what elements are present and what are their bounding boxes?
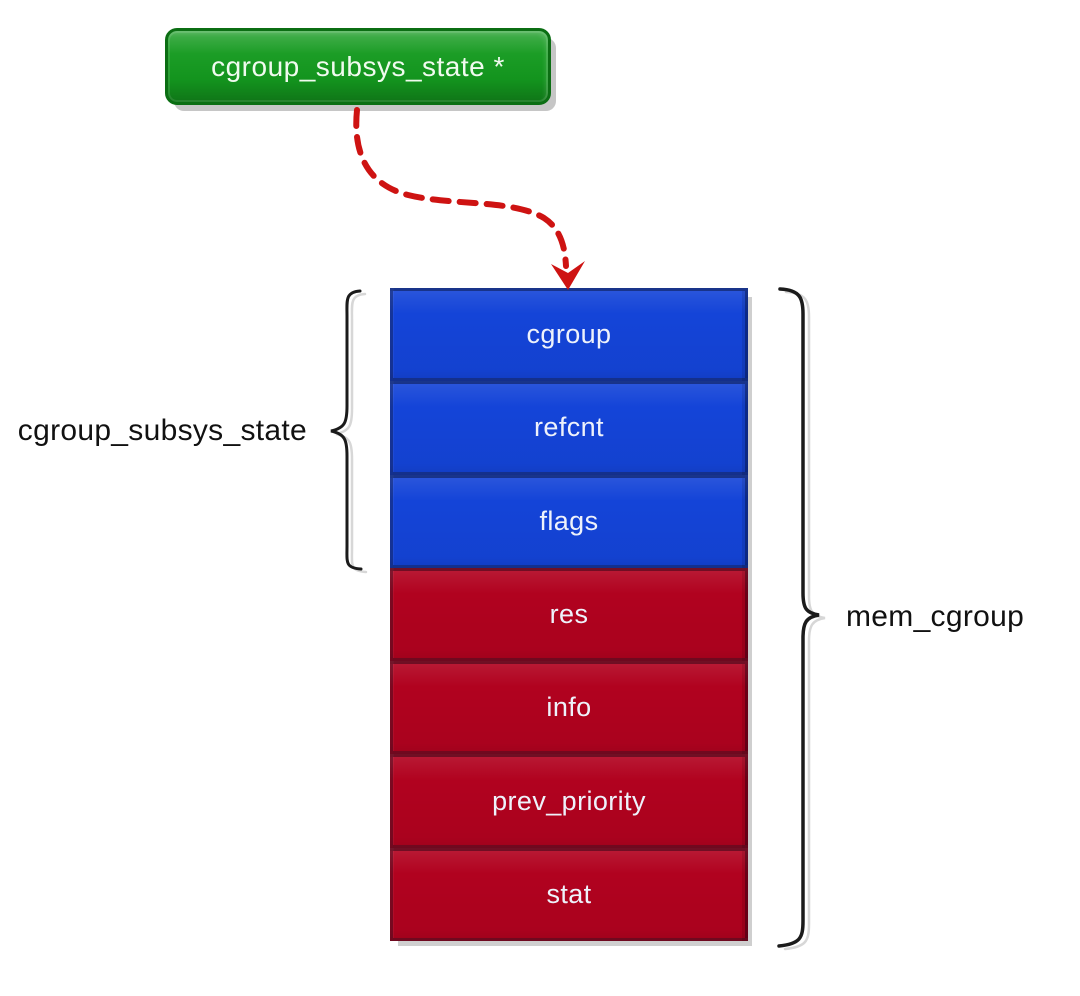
row-flags: flags [390, 474, 748, 568]
row-res: res [390, 567, 748, 662]
pointer-arrow [353, 107, 569, 269]
row-stat-label: stat [546, 878, 592, 909]
left-brace [330, 289, 363, 571]
row-refcnt-label: refcnt [534, 412, 604, 443]
row-refcnt: refcnt [390, 381, 748, 475]
row-info: info [390, 661, 748, 755]
row-prev-priority-label: prev_priority [492, 785, 646, 816]
row-res-label: res [549, 598, 589, 629]
row-stat: stat [390, 847, 748, 941]
row-info-label: info [546, 692, 592, 723]
left-brace-label: cgroup_subsys_state [17, 414, 307, 447]
row-flags-label: flags [539, 505, 599, 536]
row-cgroup: cgroup [390, 288, 748, 382]
pointer-box: cgroup_subsys_state * [165, 28, 551, 105]
pointer-box-label: cgroup_subsys_state * [211, 50, 505, 82]
right-brace-label: mem_cgroup [846, 600, 1025, 633]
pointer-arrowhead [551, 261, 585, 290]
right-brace-echo [783, 290, 826, 951]
left-brace-echo [335, 292, 368, 574]
struct-stack: cgroup refcnt flags res info prev_priori… [390, 288, 748, 941]
row-prev-priority: prev_priority [390, 754, 748, 848]
row-cgroup-label: cgroup [526, 319, 612, 350]
right-brace [777, 287, 820, 948]
